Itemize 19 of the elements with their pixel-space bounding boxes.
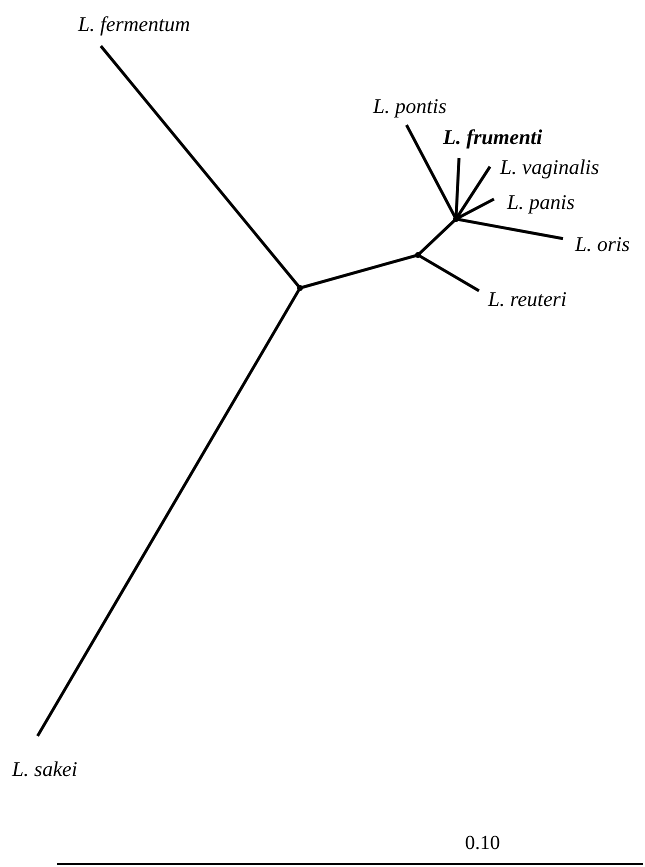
tree-branch [100,45,302,289]
branch-junction [453,216,459,222]
species-label: L. reuteri [479,284,593,312]
branch-junction [415,252,421,258]
species-label: L. panis [494,188,576,216]
tree-branch [416,218,458,256]
tree-branch [36,287,302,737]
tree-branch [456,218,564,240]
tree-branch [300,254,418,290]
species-label: L. frumenti [440,123,564,155]
branch-junction [297,285,303,291]
species-label: L. oris [563,230,637,258]
tree-branch [417,254,480,292]
tree-branch [405,124,458,220]
species-label: L. pontis [370,92,444,125]
species-label: L. fermentum [76,10,236,46]
species-label: L. sakei [10,736,88,784]
species-label: L. vaginalis [490,153,634,181]
scale-value: 0.10 [465,832,500,854]
